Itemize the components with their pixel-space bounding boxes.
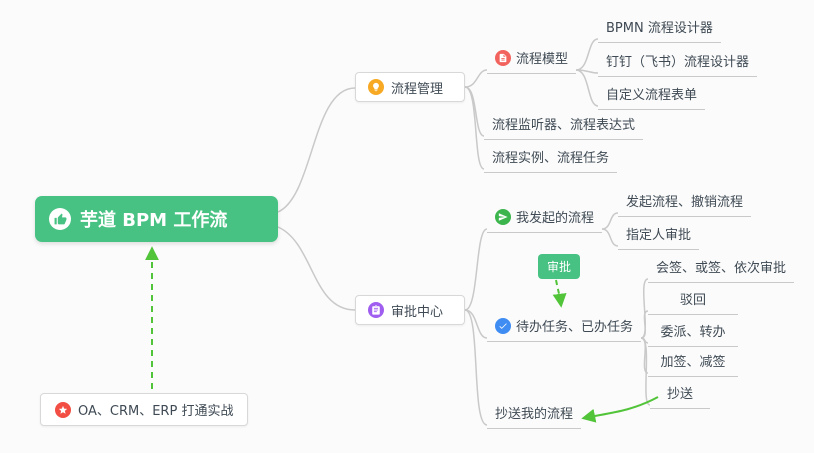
arrow-cc-to-cc-my — [581, 396, 659, 423]
link-approval-my-initiated — [464, 228, 488, 311]
root-label: 芋道 BPM 工作流 — [80, 210, 228, 231]
node-practice[interactable]: OA、CRM、ERP 打通实战 — [40, 393, 249, 426]
clipboard-icon — [368, 302, 384, 318]
node-custom-form[interactable]: 自定义流程表单 — [598, 80, 706, 110]
node-delegate-transfer[interactable]: 委派、转办 — [648, 317, 738, 347]
node-label: 流程监听器、流程表达式 — [492, 118, 636, 133]
node-initiate-cancel[interactable]: 发起流程、撤销流程 — [618, 187, 752, 217]
node-label: 流程管理 — [391, 81, 444, 97]
link-mgmt-process-model — [464, 69, 488, 88]
node-process-model[interactable]: 流程模型 — [487, 44, 577, 74]
node-instance-task[interactable]: 流程实例、流程任务 — [484, 143, 618, 173]
node-my-initiated[interactable]: 我发起的流程 — [487, 203, 603, 233]
link-root-process-mgmt — [277, 87, 356, 213]
document-icon — [495, 49, 511, 66]
link-my-assignee — [601, 228, 619, 247]
thumbs-up-icon — [49, 208, 71, 230]
link-model-custom-form — [575, 69, 599, 107]
check-icon — [495, 317, 511, 334]
node-label: 待办任务、已办任务 — [516, 320, 634, 335]
node-countersign[interactable]: 会签、或签、依次审批 — [648, 253, 795, 283]
link-my-initiate-cancel — [601, 212, 619, 230]
node-cc-my-process[interactable]: 抄送我的流程 — [487, 399, 582, 429]
node-label: 钉钉（飞书）流程设计器 — [606, 55, 750, 70]
node-root[interactable]: 芋道 BPM 工作流 — [35, 196, 278, 242]
node-label: OA、CRM、ERP 打通实战 — [78, 404, 234, 419]
star-icon — [55, 401, 71, 418]
node-label: 委派、转办 — [660, 325, 726, 340]
node-label: 我发起的流程 — [516, 211, 595, 226]
link-mgmt-instance — [464, 86, 485, 170]
node-bpmn-designer[interactable]: BPMN 流程设计器 — [598, 13, 721, 43]
node-label: 自定义流程表单 — [606, 88, 698, 103]
node-label: 指定人审批 — [626, 228, 692, 243]
node-reject[interactable]: 驳回 — [648, 285, 738, 315]
node-todo-done[interactable]: 待办任务、已办任务 — [487, 312, 642, 342]
node-label: 流程实例、流程任务 — [492, 151, 610, 166]
node-approval-center[interactable]: 审批中心 — [355, 295, 465, 325]
link-todo-reject — [640, 310, 649, 339]
node-label: 抄送我的流程 — [495, 407, 574, 422]
link-approval-todo-done — [464, 309, 488, 339]
badge-label: 审批 — [547, 260, 572, 274]
node-label: 流程模型 — [516, 52, 569, 67]
node-listener-expression[interactable]: 流程监听器、流程表达式 — [484, 110, 644, 140]
link-root-approval-center — [277, 226, 356, 311]
node-label: 发起流程、撤销流程 — [626, 195, 744, 210]
node-add-reduce-sign[interactable]: 加签、减签 — [648, 347, 738, 377]
link-model-bpmn — [575, 38, 599, 71]
node-label: 驳回 — [679, 293, 706, 308]
link-approval-cc-my — [464, 309, 488, 426]
node-assignee-approval[interactable]: 指定人审批 — [618, 220, 700, 250]
node-process-mgmt[interactable]: 流程管理 — [355, 72, 465, 102]
send-icon — [495, 208, 511, 225]
node-dingtalk-designer[interactable]: 钉钉（飞书）流程设计器 — [598, 47, 758, 77]
node-label: 审批中心 — [391, 304, 444, 320]
node-label: 会签、或签、依次审批 — [656, 261, 787, 276]
node-label: BPMN 流程设计器 — [606, 21, 713, 36]
node-label: 抄送 — [666, 387, 693, 402]
node-cc[interactable]: 抄送 — [650, 379, 710, 409]
arrow-badge-to-todo — [552, 279, 567, 308]
approval-badge[interactable]: 审批 — [538, 254, 581, 279]
node-label: 加签、减签 — [660, 355, 726, 370]
lightbulb-icon — [368, 79, 384, 95]
